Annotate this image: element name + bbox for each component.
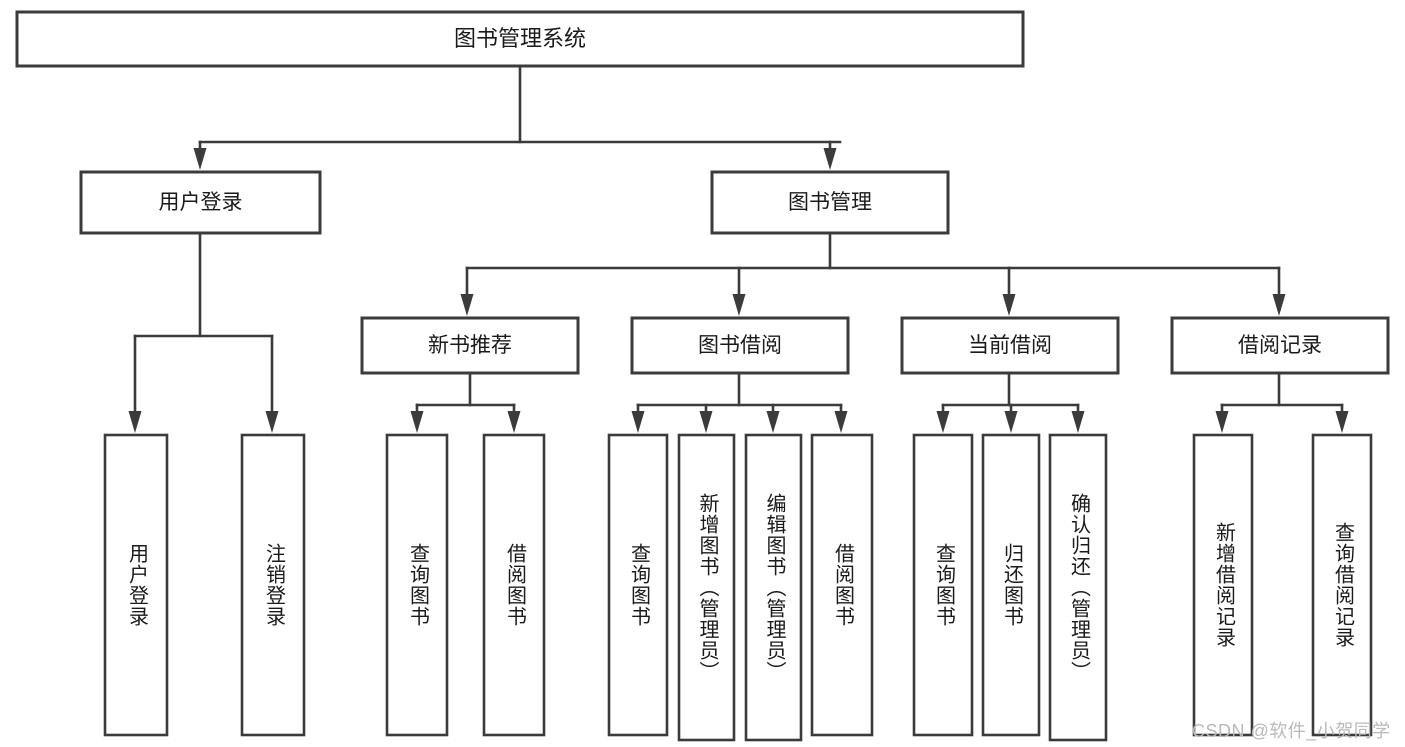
arrow-leaf-6-icon <box>699 411 713 433</box>
arrow-leaf-12-icon <box>1215 411 1229 433</box>
arrow-newbook-icon <box>460 294 474 316</box>
level3-node-3-label: 当前借阅 <box>968 334 1052 357</box>
arrow-heads <box>128 148 1349 433</box>
leaf-node-10-box[interactable] <box>981 433 1041 737</box>
arrow-user-login-icon <box>193 148 207 170</box>
arrow-current-icon <box>1002 294 1016 316</box>
level3-node-1-label: 新书推荐 <box>428 334 512 357</box>
root-node-label: 图书管理系统 <box>454 26 586 51</box>
level3-node-1-box[interactable] <box>360 316 580 375</box>
watermark-credit: CSDN @软件_小贺同学 <box>1192 721 1391 741</box>
leaf-node-13-box[interactable] <box>1311 433 1373 737</box>
arrow-leaf-11-icon <box>1071 411 1085 433</box>
leaf-node-1-box[interactable] <box>103 433 169 737</box>
arrow-leaf-3-icon <box>410 411 424 433</box>
arrow-leaf-1-icon <box>128 411 142 433</box>
level2-node-1-box[interactable] <box>79 170 322 235</box>
leaf-node-7-box[interactable] <box>744 433 803 742</box>
arrow-leaf-4-icon <box>507 411 521 433</box>
arrow-record-icon <box>1272 294 1286 316</box>
leaf-node-11-box[interactable] <box>1048 433 1108 742</box>
level2-node-2-box[interactable] <box>710 170 950 235</box>
leaf-node-12-box[interactable] <box>1192 433 1254 737</box>
arrow-leaf-10-icon <box>1004 411 1018 433</box>
leaf-node-3-box[interactable] <box>385 433 449 737</box>
arrow-book-mgmt-icon <box>823 148 837 170</box>
level3-node-3-box[interactable] <box>900 316 1120 375</box>
arrow-leaf-2-icon <box>265 411 279 433</box>
leaf-node-2-box[interactable] <box>240 433 306 737</box>
level3-node-4-label: 借阅记录 <box>1238 334 1322 357</box>
arrow-leaf-13-icon <box>1335 411 1349 433</box>
node-boxes <box>15 10 1390 742</box>
arrow-leaf-9-icon <box>936 411 950 433</box>
leaf-node-4-box[interactable] <box>482 433 546 737</box>
arrow-leaf-7-icon <box>766 411 780 433</box>
leaf-node-9-box[interactable] <box>912 433 974 737</box>
leaf-node-5-box[interactable] <box>607 433 669 737</box>
level3-node-4-box[interactable] <box>1170 316 1390 375</box>
leaf-node-6-box[interactable] <box>677 433 736 742</box>
arrow-leaf-8-icon <box>834 411 848 433</box>
root-node-box[interactable] <box>15 10 1025 68</box>
level2-node-1-label: 用户登录 <box>159 191 243 214</box>
level3-node-2-box[interactable] <box>630 316 850 375</box>
level2-node-2-label: 图书管理 <box>788 191 872 214</box>
arrow-borrow-icon <box>732 294 746 316</box>
leaf-node-8-box[interactable] <box>810 433 874 737</box>
level3-node-2-label: 图书借阅 <box>698 334 782 357</box>
arrow-leaf-5-icon <box>631 411 645 433</box>
